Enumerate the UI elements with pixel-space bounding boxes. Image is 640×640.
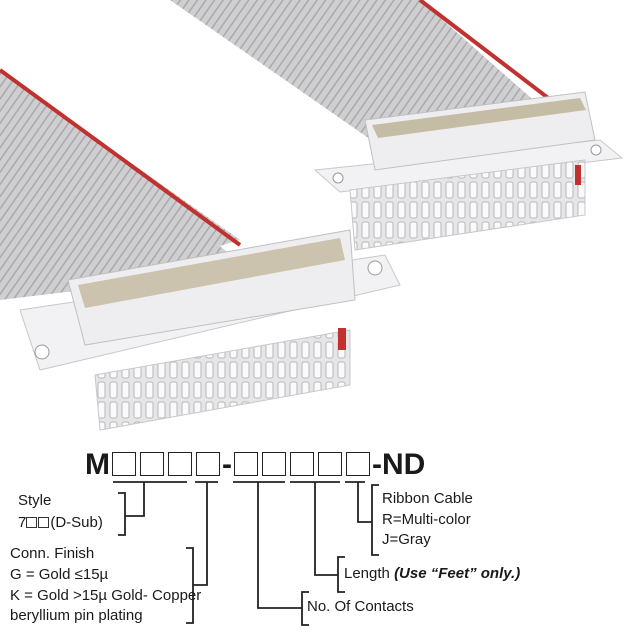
finish-title: Conn. Finish	[10, 545, 95, 562]
length-note: (Use “Feet” only.)	[394, 565, 521, 582]
style-prefix: 7	[18, 514, 27, 531]
finish-option-k-cont: beryllium pin plating	[10, 607, 143, 624]
d-sub-connector-front	[19, 229, 401, 431]
box	[196, 452, 220, 476]
finish-option-g: G = Gold ≤15µ	[10, 566, 109, 583]
box	[140, 452, 164, 476]
part-number-template: M - -ND	[85, 448, 425, 482]
box	[168, 452, 192, 476]
finish-option-k: K = Gold >15µ Gold- Copper	[10, 587, 202, 604]
length-label: Length (Use “Feet” only.)	[344, 565, 520, 583]
box	[234, 452, 258, 476]
part-separator: -	[222, 448, 232, 481]
box	[318, 452, 342, 476]
d-sub-connector-back	[313, 91, 624, 251]
style-values: 7 (D-Sub)	[18, 514, 103, 532]
cable-option-r: R=Multi-color	[382, 511, 471, 528]
box	[346, 452, 370, 476]
cable-assembly-illustration	[0, 0, 624, 431]
box	[38, 517, 50, 528]
style-suffix: (D-Sub)	[50, 514, 103, 531]
box	[26, 517, 38, 528]
box	[290, 452, 314, 476]
box	[262, 452, 286, 476]
part-prefix: M	[85, 448, 110, 481]
box	[112, 452, 136, 476]
style-title: Style	[18, 492, 52, 509]
cable-option-j: J=Gray	[382, 531, 431, 548]
length-title: Length	[344, 565, 390, 582]
contacts-title: No. Of Contacts	[307, 598, 414, 615]
part-suffix: -ND	[372, 448, 426, 481]
cable-title: Ribbon Cable	[382, 490, 473, 507]
